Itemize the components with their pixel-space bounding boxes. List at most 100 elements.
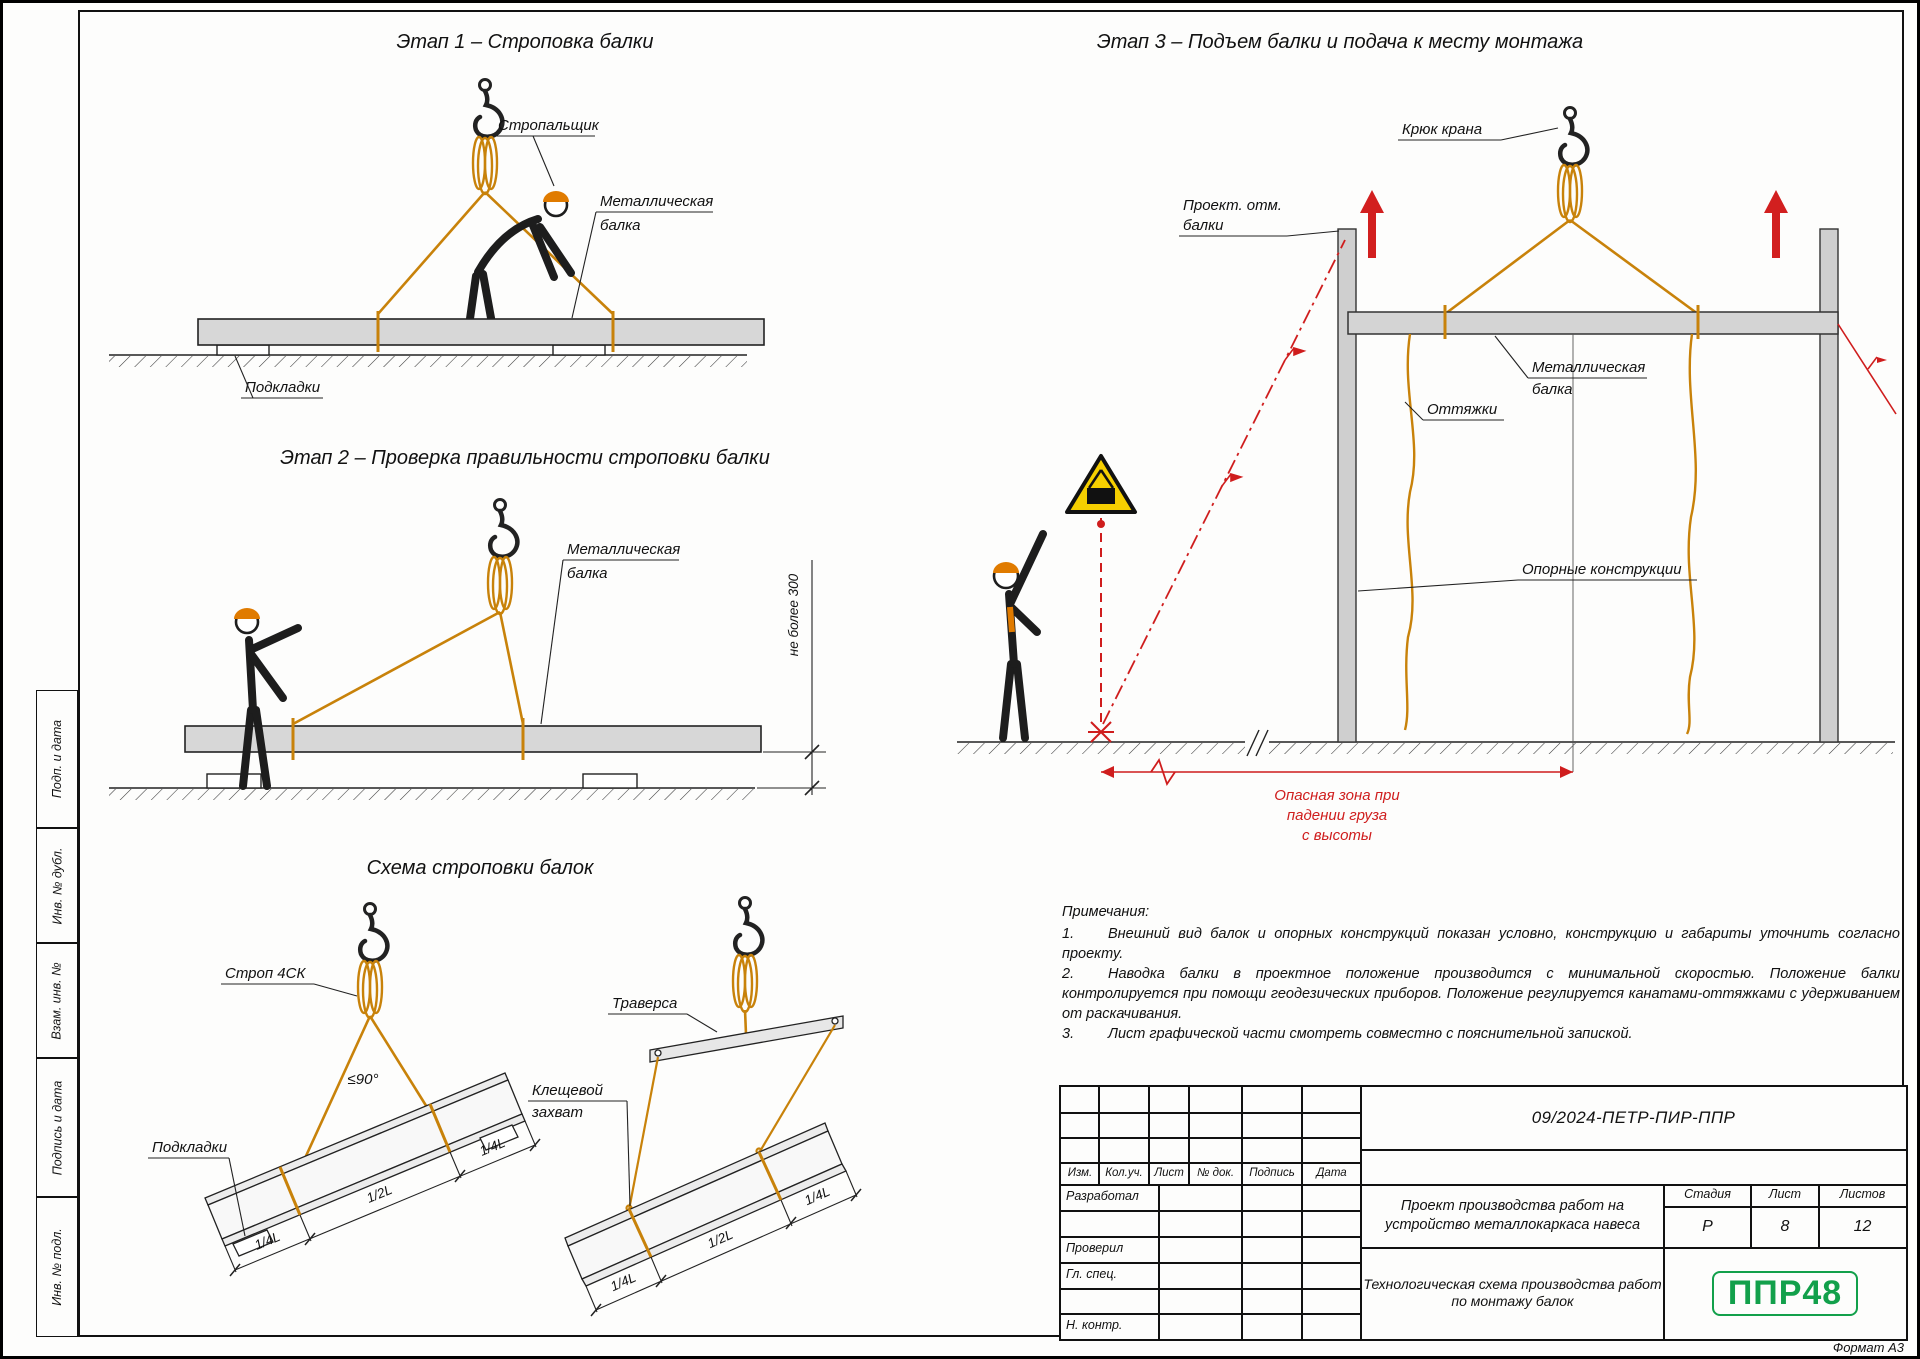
sidebar-label: Взам. инв. № — [50, 961, 65, 1040]
sidebar-box-inv-dubl: Инв. № дубл. — [36, 828, 78, 943]
scheme-callouts-right: Траверса Клещевой захват — [528, 995, 718, 1207]
role-norm-control: Н. контр. — [1066, 1318, 1123, 1333]
role-chief-spec: Гл. спец. — [1066, 1267, 1117, 1282]
pads-label: Подкладки — [152, 1139, 228, 1156]
elevation-label: балки — [1183, 217, 1224, 234]
isometric-beam — [204, 1072, 526, 1247]
clamp-wrap — [757, 1151, 783, 1201]
beam-label: Металлическая — [567, 541, 680, 558]
beam-label: Металлическая — [600, 193, 713, 210]
danger-zone-label: с высоты — [1302, 827, 1372, 844]
tag-lines — [1403, 333, 1697, 735]
sidebar-label: Инв. № подл. — [50, 1228, 65, 1306]
ground-hatch — [109, 789, 755, 800]
beam-label: балка — [600, 217, 641, 234]
sheet-label: Лист — [1768, 1187, 1802, 1202]
rigger-label: Стропальщик — [498, 117, 600, 134]
sidebar-label: Инв. № дубл. — [50, 847, 64, 924]
ground-hatch — [957, 743, 1893, 754]
sling-legs — [377, 191, 614, 315]
scheme-callouts-left: Строп 4СК Подкладки — [148, 965, 358, 1237]
stage2-drawing: не более 300 Металлическая балка — [109, 498, 826, 800]
title-block: 09/2024-ПЕТР-ПИР-ППР Изм. Кол.уч. Лист №… — [1059, 1085, 1908, 1341]
stage2-callouts: Металлическая балка — [540, 541, 680, 725]
height-dim-label: не более 300 — [786, 573, 801, 656]
scheme-title: Схема строповки балок — [366, 857, 594, 879]
notes-block: Примечания: 1.Внешний вид балок и опорны… — [1062, 902, 1900, 1044]
crane-hook-icon — [1556, 106, 1590, 224]
pad-block — [479, 1124, 519, 1151]
note-item: 1.Внешний вид балок и опорных конструкци… — [1062, 924, 1900, 964]
sheet-frame — [78, 10, 1904, 1337]
inspector-worker-figure — [234, 608, 302, 790]
sheets-value: 12 — [1853, 1217, 1872, 1235]
falling-load-warning-icon — [1065, 454, 1137, 514]
sidebar-label: Подп. и дата — [50, 719, 65, 799]
col-doc: № док. — [1196, 1166, 1235, 1179]
sling-leg — [743, 1009, 748, 1035]
sling-label: Строп 4СК — [225, 965, 306, 982]
col-kol: Кол.уч. — [1105, 1166, 1143, 1179]
sidebar-box-podp-data: Подп. и дата — [36, 690, 78, 828]
clamp-wrap — [627, 1208, 653, 1258]
role-developed: Разработал — [1066, 1189, 1139, 1204]
metal-beam — [197, 318, 765, 346]
break-slash — [1255, 729, 1269, 757]
col-list: Лист — [1154, 1166, 1184, 1179]
break-slash — [1246, 729, 1260, 757]
crane-hook-icon — [731, 896, 765, 1014]
sling-legs — [1444, 218, 1699, 316]
note-text: Наводка балки в проектное положение прои… — [1062, 966, 1900, 1022]
danger-zone-markup: Опасная зона при падении груза с высоты — [1088, 239, 1897, 844]
col-izm: Изм. — [1067, 1166, 1093, 1179]
note-number: 3. — [1062, 1026, 1075, 1042]
metal-beam — [184, 725, 762, 753]
traverse-label: Траверса — [612, 995, 677, 1012]
support-column — [1819, 228, 1839, 743]
hard-hat-icon — [543, 191, 569, 202]
stage3-drawing: Опасная зона при падении груза с высоты … — [957, 106, 1897, 844]
col-date: Дата — [1316, 1166, 1347, 1179]
supports-label: Опорные конструкции — [1522, 561, 1682, 578]
logo-cell: ППР48 — [1664, 1249, 1906, 1337]
sidebar-box-vzam-inv: Взам. инв. № — [36, 943, 78, 1058]
clamp-label: Клещевой — [532, 1082, 604, 1099]
col-sign: Подпись — [1249, 1166, 1295, 1179]
crane-hook-icon — [356, 902, 390, 1020]
signaller-worker-figure — [992, 530, 1047, 742]
hook-label: Крюк крана — [1402, 121, 1482, 138]
beam-label: балка — [1532, 381, 1573, 398]
stage-value: Р — [1702, 1217, 1713, 1235]
tag-lines-label: Оттяжки — [1427, 401, 1498, 418]
lift-arrow-icon — [1360, 190, 1384, 258]
doc-number: 09/2024-ПЕТР-ПИР-ППР — [1531, 1108, 1736, 1128]
company-logo: ППР48 — [1711, 1270, 1859, 1316]
ground-hatch — [109, 356, 747, 367]
stage-label: Стадия — [1684, 1187, 1731, 1202]
notes-heading: Примечания: — [1062, 904, 1150, 920]
sling-wrap — [278, 1166, 302, 1216]
metal-beam — [1347, 311, 1839, 335]
pad-block — [582, 773, 638, 789]
note-number: 1. — [1062, 926, 1075, 942]
stage1-title: Этап 1 – Строповка балки — [396, 31, 654, 53]
note-text: Лист графической части смотреть совместн… — [1108, 1026, 1633, 1042]
sling-angle-label: ≤90° — [348, 1071, 379, 1088]
hard-hat-icon — [234, 608, 260, 619]
sidebar-label: Подпись и дата — [50, 1080, 64, 1175]
danger-zone-label: падении груза — [1287, 807, 1387, 824]
beam-label: Металлическая — [1532, 359, 1645, 376]
support-column — [1337, 228, 1357, 743]
pad-block — [232, 1229, 274, 1257]
elevation-label: Проект. отм. — [1183, 197, 1282, 214]
safety-vest — [1007, 606, 1015, 633]
slinging-scheme-drawing: ≤90° 1/4L 1/2L 1/4L Строп 4СК Подкладки — [148, 896, 862, 1317]
role-checked: Проверил — [1066, 1241, 1124, 1256]
rigger-worker-figure — [463, 191, 575, 344]
height-dimension: не более 300 — [757, 560, 826, 796]
note-item: 3. Лист графической части смотреть совмес… — [1062, 1024, 1900, 1044]
stage3-callouts: Крюк крана Проект. отм. балки Металличес… — [1179, 121, 1697, 592]
note-text: Внешний вид балок и опорных конструкций … — [1062, 926, 1900, 962]
clamp-label: захват — [531, 1104, 583, 1121]
